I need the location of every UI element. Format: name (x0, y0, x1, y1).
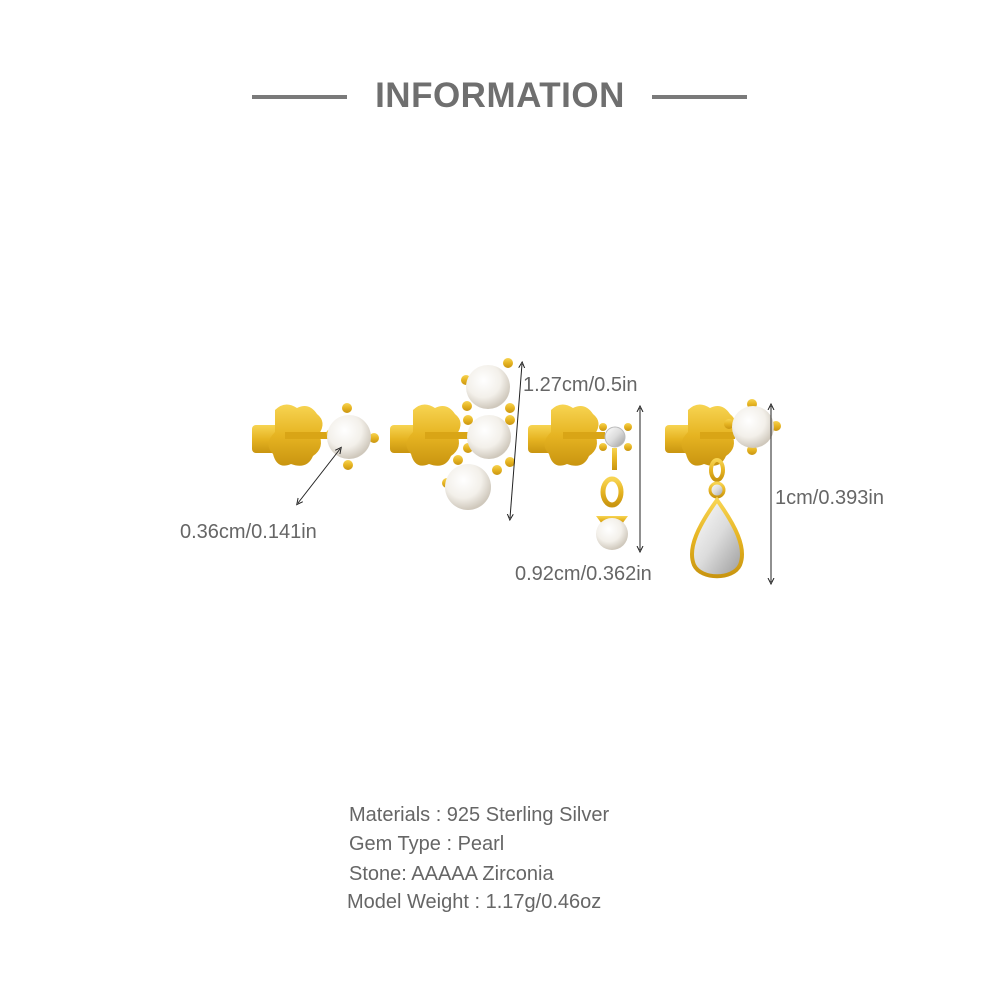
stud-diameter-label: 0.36cm/0.141in (180, 521, 317, 543)
spec-stone: Stone: AAAAA Zirconia (349, 863, 554, 885)
pearl-stud-earring (252, 403, 379, 470)
triple-pearl-height-label: 1.27cm/0.5in (523, 374, 638, 396)
spec-materials: Materials : 925 Sterling Silver (349, 804, 610, 826)
spec-gem-type: Gem Type : Pearl (349, 833, 505, 855)
page-title: INFORMATION (375, 76, 625, 115)
dimension-arrow-triple (510, 364, 522, 518)
zircon-drop-height-label: 1cm/0.393in (775, 487, 884, 509)
pearl-drop-height-label: 0.92cm/0.362in (515, 563, 652, 585)
zircon-drop-earring (665, 399, 781, 579)
title-rule-left (252, 95, 347, 99)
spec-model-weight: Model Weight : 1.17g/0.46oz (347, 891, 602, 913)
title-rule-right (652, 95, 747, 99)
triple-pearl-earring (390, 358, 515, 510)
pearl-drop-earring (528, 404, 632, 550)
dimension-arrow-stud (298, 449, 340, 503)
